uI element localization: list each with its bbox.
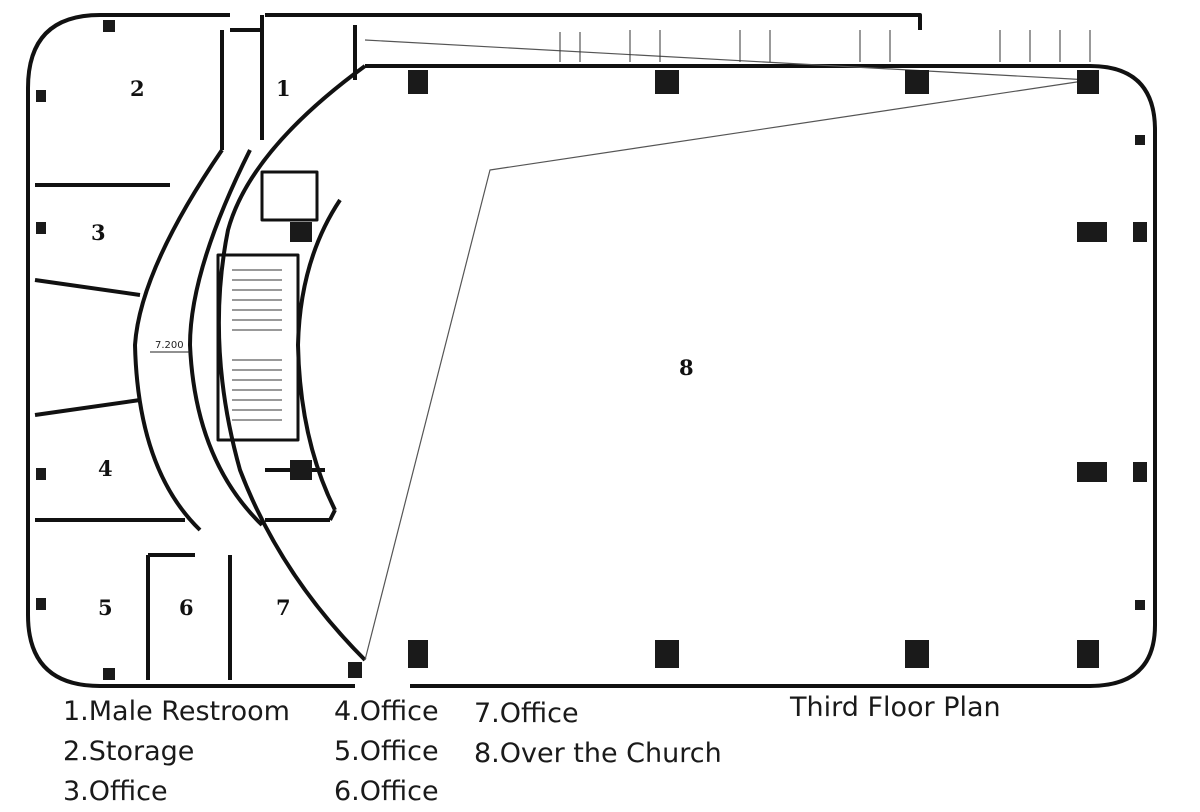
- plan-title: Third Floor Plan: [790, 692, 1001, 723]
- curved-wall-inner: [188, 149, 264, 527]
- room-number-1: 1: [276, 76, 291, 101]
- curved-wall-hall: [216, 64, 367, 662]
- ramp-hatch: [559, 30, 1091, 62]
- room-number-8: 8: [679, 355, 694, 380]
- room-number-5: 5: [98, 595, 113, 620]
- column: [1135, 600, 1145, 610]
- column: [103, 20, 115, 32]
- legend-item: 1.Male Restroom: [63, 696, 290, 727]
- column: [905, 70, 929, 94]
- column: [1077, 222, 1107, 242]
- legend-column-3: 7.Office 8.Over the Church: [474, 694, 722, 774]
- room-number-7: 7: [276, 595, 291, 620]
- outer-wall: [26, 13, 1157, 688]
- column: [655, 640, 679, 668]
- elevator: [260, 170, 319, 222]
- legend-item: 5.Office: [334, 736, 439, 767]
- column: [103, 668, 115, 680]
- legend-item: 2.Storage: [63, 736, 195, 767]
- column: [36, 90, 46, 102]
- stair-treads: [232, 269, 282, 421]
- column: [655, 70, 679, 94]
- column: [1133, 222, 1147, 242]
- floor-plan-drawing: 7.200 1 2 3 4 5 6 7 8: [26, 13, 1157, 688]
- projection-line: [364, 39, 1091, 661]
- legend-item: 4.Office: [334, 696, 439, 727]
- column: [36, 598, 46, 610]
- column: [1077, 462, 1107, 482]
- column: [290, 460, 312, 480]
- column: [1135, 135, 1145, 145]
- legend-item: 7.Office: [474, 698, 579, 729]
- curved-wall-outer: [133, 148, 224, 532]
- level-mark: 7.200: [155, 340, 184, 351]
- column: [348, 662, 362, 678]
- room-number-4: 4: [98, 456, 113, 481]
- room-number-2: 2: [130, 76, 145, 101]
- column: [1133, 462, 1147, 482]
- legend-item: 6.Office: [334, 776, 439, 807]
- column: [1077, 640, 1099, 668]
- column: [1077, 70, 1099, 94]
- room-number-6: 6: [179, 595, 194, 620]
- column: [408, 640, 428, 668]
- legend-column-2: 4.Office 5.Office 6.Office: [334, 692, 439, 812]
- legend-column-1: 1.Male Restroom 2.Storage 3.Office: [63, 692, 290, 812]
- column: [36, 222, 46, 234]
- stair-block: [216, 253, 300, 442]
- partitions: [34, 15, 357, 680]
- room-number-3: 3: [91, 220, 106, 245]
- column: [408, 70, 428, 94]
- legend-item: 3.Office: [63, 776, 168, 807]
- column: [905, 640, 929, 668]
- legend-item: 8.Over the Church: [474, 738, 722, 769]
- column: [36, 468, 46, 480]
- column: [290, 222, 312, 242]
